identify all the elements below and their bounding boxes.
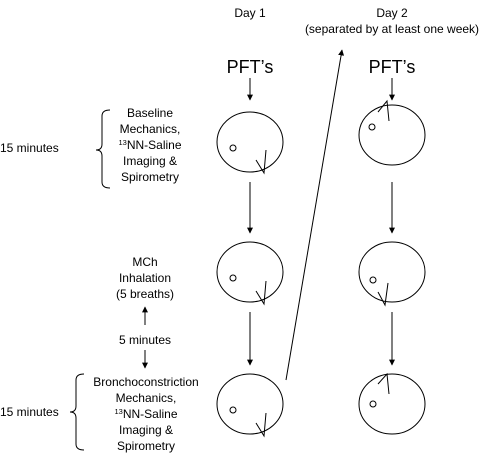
brace-bottom	[69, 373, 85, 451]
baseline-line5: Spirometry	[121, 170, 179, 184]
day-transition-arrow	[285, 49, 345, 381]
baseline-line1: Baseline	[127, 106, 173, 120]
mch-line3: (5 breaths)	[116, 287, 174, 301]
day2-subject-baseline	[358, 99, 426, 166]
broncho-line4: Imaging &	[119, 423, 173, 437]
day1-subject-mch	[216, 241, 284, 306]
brace-top	[95, 109, 111, 189]
day2-subtitle: (separated by at least one week)	[305, 22, 479, 36]
day1-title: Day 1	[234, 6, 266, 20]
mch-line2: Inhalation	[119, 271, 171, 285]
day1-subject-broncho	[216, 373, 284, 438]
duration-top: 15 minutes	[0, 141, 59, 155]
baseline-line2: Mechanics,	[120, 122, 181, 136]
day2-title: Day 2	[376, 6, 408, 20]
broncho-line3: 13NN-Saline	[114, 407, 177, 421]
baseline-line3: 13NN-Saline	[118, 138, 181, 152]
day2-subject-broncho	[358, 372, 426, 435]
baseline-line4: Imaging &	[123, 154, 177, 168]
broncho-line1: Bronchoconstriction	[93, 375, 198, 389]
mch-line1: MCh	[132, 255, 157, 269]
broncho-line2: Mechanics,	[116, 391, 177, 405]
duration-bottom: 15 minutes	[0, 405, 59, 419]
day2-subject-mch	[358, 241, 426, 307]
day2-pft-label: PFT’s	[369, 57, 416, 77]
broncho-line5: Spirometry	[117, 439, 175, 453]
duration-middle: 5 minutes	[119, 333, 171, 347]
day1-pft-label: PFT’s	[227, 57, 274, 77]
day1-subject-baseline	[216, 111, 284, 175]
